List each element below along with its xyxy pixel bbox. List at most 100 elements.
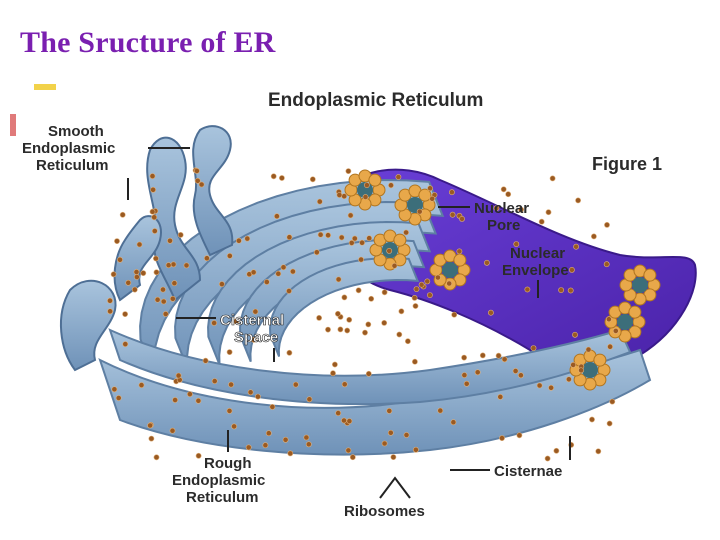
ribosome-dot xyxy=(112,387,117,392)
ribosome-dot xyxy=(607,421,612,426)
ribosome-dot xyxy=(586,347,591,352)
ribosome-dot xyxy=(388,183,393,188)
ribosome-dot xyxy=(184,263,189,268)
ribosome-dot xyxy=(451,420,456,425)
ribosome-dot xyxy=(281,265,286,270)
ribosome-dot xyxy=(391,455,396,460)
ribosome-dot xyxy=(346,169,351,174)
pore-channel xyxy=(442,262,458,278)
ribosome-dot xyxy=(367,236,372,241)
ribosome-dot xyxy=(572,332,577,337)
ribosome-dot xyxy=(307,397,312,402)
ribosome-dot xyxy=(134,269,139,274)
ribosome-dot xyxy=(396,174,401,179)
ribosome-dot xyxy=(288,451,293,456)
label-smooth-er-line3: Reticulum xyxy=(36,157,109,174)
nuclear-pore-complex xyxy=(570,350,610,390)
ribosome-dot xyxy=(363,194,368,199)
ribosome-dot xyxy=(591,234,596,239)
ribosome-dot xyxy=(450,212,455,217)
ribosome-dot xyxy=(382,441,387,446)
ribosome-dot xyxy=(488,310,493,315)
ribosome-dot xyxy=(341,418,346,423)
ribosome-dot xyxy=(457,249,462,254)
ribosome-dot xyxy=(606,317,611,322)
ribosome-dot xyxy=(452,312,457,317)
yellow-bullet-mark xyxy=(34,84,56,90)
label-cisternae: Cisternae xyxy=(494,463,562,480)
ribosome-dot xyxy=(266,431,271,436)
ribosome-dot xyxy=(161,299,166,304)
ribosome-dot xyxy=(335,311,340,316)
ribosome-dot xyxy=(203,358,208,363)
ribosome-dot xyxy=(546,210,551,215)
ribosome-dot xyxy=(464,381,469,386)
ribosome-dot xyxy=(349,240,354,245)
ribosome-dot xyxy=(336,411,341,416)
ribosome-dot xyxy=(304,435,309,440)
ribosome-dot xyxy=(172,281,177,286)
ribosome-dot xyxy=(108,309,113,314)
ribosome-dot xyxy=(139,383,144,388)
ribosome-dot xyxy=(196,453,201,458)
figure-label: Figure 1 xyxy=(592,154,662,174)
ribosome-dot xyxy=(359,257,364,262)
ribosome-dot xyxy=(339,235,344,240)
ribosome-dot xyxy=(413,303,418,308)
ribosome-dot xyxy=(405,339,410,344)
ribosome-dot xyxy=(111,272,116,277)
ribosome-dot xyxy=(290,269,295,274)
ribosome-dot xyxy=(150,174,155,179)
ribosome-dot xyxy=(178,232,183,237)
ribosome-dot xyxy=(484,260,489,265)
ribosome-dot xyxy=(117,257,122,262)
ribosome-dot xyxy=(513,368,518,373)
ribosome-dot xyxy=(293,382,298,387)
ribosome-dot xyxy=(151,187,156,192)
ribosome-dot xyxy=(360,240,365,245)
pore-subunit xyxy=(369,174,381,186)
ribosome-dot xyxy=(362,330,367,335)
ribosome-dot xyxy=(170,296,175,301)
ribosome-dot xyxy=(114,239,119,244)
ribosome-dot xyxy=(187,392,192,397)
ribosome-dot xyxy=(550,176,555,181)
ribosome-dot xyxy=(462,355,467,360)
label-nuclear-pore-line1: Nuclear xyxy=(474,200,529,217)
ribosome-dot xyxy=(525,287,530,292)
ribosome-dot xyxy=(559,288,564,293)
nuclear-pore-complex xyxy=(620,265,660,305)
ribosome-dot xyxy=(204,256,209,261)
ribosome-dot xyxy=(317,315,322,320)
ribosome-dot xyxy=(579,368,584,373)
ribosome-dot xyxy=(279,175,284,180)
ribosome-dot xyxy=(227,408,232,413)
ribosome-dot xyxy=(195,178,200,183)
ribosome-dot xyxy=(356,288,361,293)
ribosome-dot xyxy=(545,456,550,461)
ribosome-dot xyxy=(141,271,146,276)
pore-channel xyxy=(632,277,648,293)
ribosome-dot xyxy=(566,377,571,382)
label-rough-er-line3: Reticulum xyxy=(186,489,259,506)
ribosome-dot xyxy=(412,295,417,300)
label-cisternal-space-line1: Cisternal xyxy=(220,312,284,329)
ribosome-dot xyxy=(264,279,269,284)
ribosome-dot xyxy=(330,371,335,376)
ribosome-dot xyxy=(337,192,342,197)
ribosome-dot xyxy=(347,419,352,424)
ribosome-dot xyxy=(430,196,435,201)
ribosome-dot xyxy=(153,256,158,261)
ribosome-dot xyxy=(382,290,387,295)
ribosome-dot xyxy=(412,359,417,364)
ribosome-dot xyxy=(120,212,125,217)
ribosome-dot xyxy=(154,270,159,275)
ribosome-dot xyxy=(212,320,217,325)
label-rough-er-line1: Rough xyxy=(204,455,251,472)
ribosome-dot xyxy=(404,230,409,235)
ribosome-dot xyxy=(518,373,523,378)
ribosome-dot xyxy=(306,442,311,447)
ribosome-dot xyxy=(132,287,137,292)
ribosome-dot xyxy=(270,404,275,409)
